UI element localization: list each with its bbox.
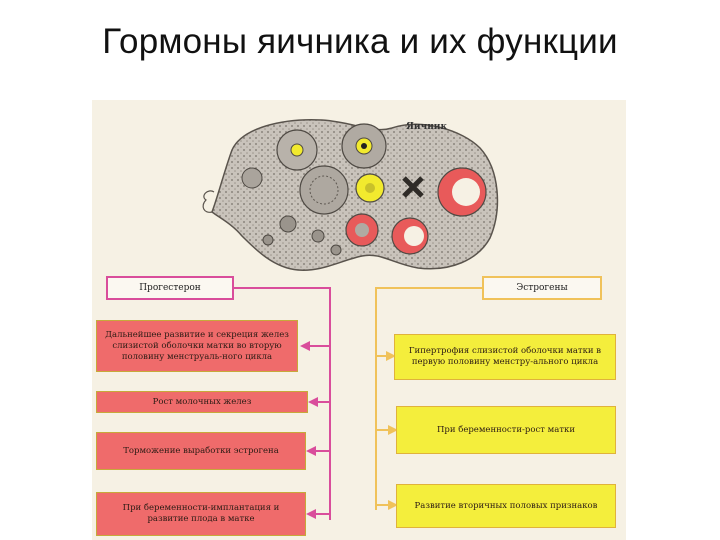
progesterone-function-1: Дальнейшее развитие и секреция желез сли… [96, 320, 298, 372]
estrogen-function-2: При беременности-рост матки [396, 406, 616, 454]
progesterone-function-3: Торможение выработки эстрогена [96, 432, 306, 470]
progesterone-header: Прогестерон [106, 276, 234, 300]
estrogen-arrowheads [386, 351, 398, 510]
progesterone-arrowheads [300, 341, 318, 519]
estrogen-function-3: Развитие вторичных половых признаков [396, 484, 616, 528]
follicles [241, 123, 487, 256]
estrogen-function-1: Гипертрофия слизистой оболочки матки в п… [394, 334, 616, 380]
ovary-label: Яичник [406, 122, 447, 132]
progesterone-function-4: При беременности-имплантация и развитие … [96, 492, 306, 536]
slide-title: Гормоны яичника и их функции [102, 22, 618, 61]
diagram-graphics [202, 119, 499, 520]
progesterone-function-2: Рост молочных желез [96, 391, 308, 413]
estrogens-header: Эстрогены [482, 276, 602, 300]
ovary-hormones-figure: Яичник Прогестерон Эстрогены Дальнейшее … [92, 100, 626, 540]
estrogen-connectors [375, 287, 482, 510]
ovary-fringe [202, 190, 215, 213]
